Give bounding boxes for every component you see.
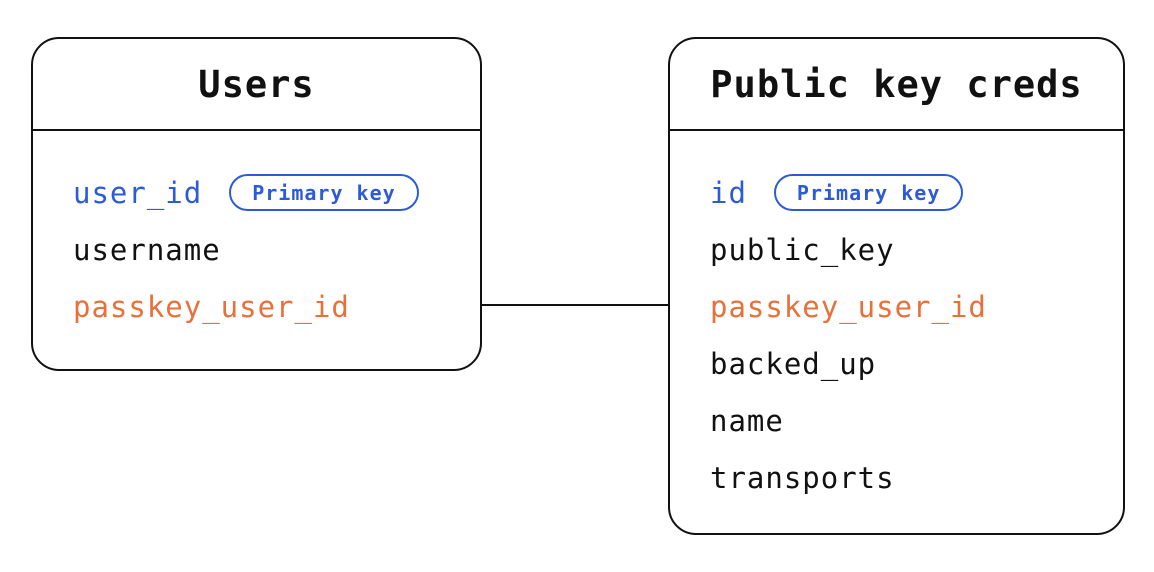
table-creds-header: Public key creds xyxy=(670,39,1123,131)
field-name: id xyxy=(710,175,747,210)
field-row-username: username xyxy=(73,221,456,278)
primary-key-badge: Primary key xyxy=(773,174,964,211)
table-users-body: user_id Primary key username passkey_use… xyxy=(33,131,480,335)
table-card-public-key-creds: Public key creds id Primary key public_k… xyxy=(668,37,1125,535)
field-row-name: name xyxy=(710,392,1099,449)
primary-key-badge: Primary key xyxy=(229,174,419,211)
primary-key-badge-label: Primary key xyxy=(796,180,941,205)
relation-line xyxy=(481,304,669,306)
table-card-users: Users user_id Primary key username passk… xyxy=(31,37,482,371)
field-row-passkey-user-id: passkey_user_id xyxy=(710,278,1099,335)
field-name: backed_up xyxy=(710,346,877,381)
table-creds-title: Public key creds xyxy=(710,62,1083,106)
field-row-public-key: public_key xyxy=(710,221,1099,278)
field-name: username xyxy=(73,232,221,267)
field-name: name xyxy=(710,403,784,438)
table-users-header: Users xyxy=(33,39,480,131)
table-users-title: Users xyxy=(198,62,315,106)
primary-key-badge-label: Primary key xyxy=(252,180,396,205)
field-name: transports xyxy=(710,460,895,495)
field-name: passkey_user_id xyxy=(710,289,987,324)
field-name: public_key xyxy=(710,232,895,267)
field-name: passkey_user_id xyxy=(73,289,350,324)
field-row-transports: transports xyxy=(710,449,1099,506)
field-row-passkey-user-id: passkey_user_id xyxy=(73,278,456,335)
field-row-backed-up: backed_up xyxy=(710,335,1099,392)
field-row-user-id: user_id Primary key xyxy=(73,164,456,221)
field-row-id: id Primary key xyxy=(710,164,1099,221)
table-creds-body: id Primary key public_key passkey_user_i… xyxy=(670,131,1123,506)
field-name: user_id xyxy=(73,175,203,210)
